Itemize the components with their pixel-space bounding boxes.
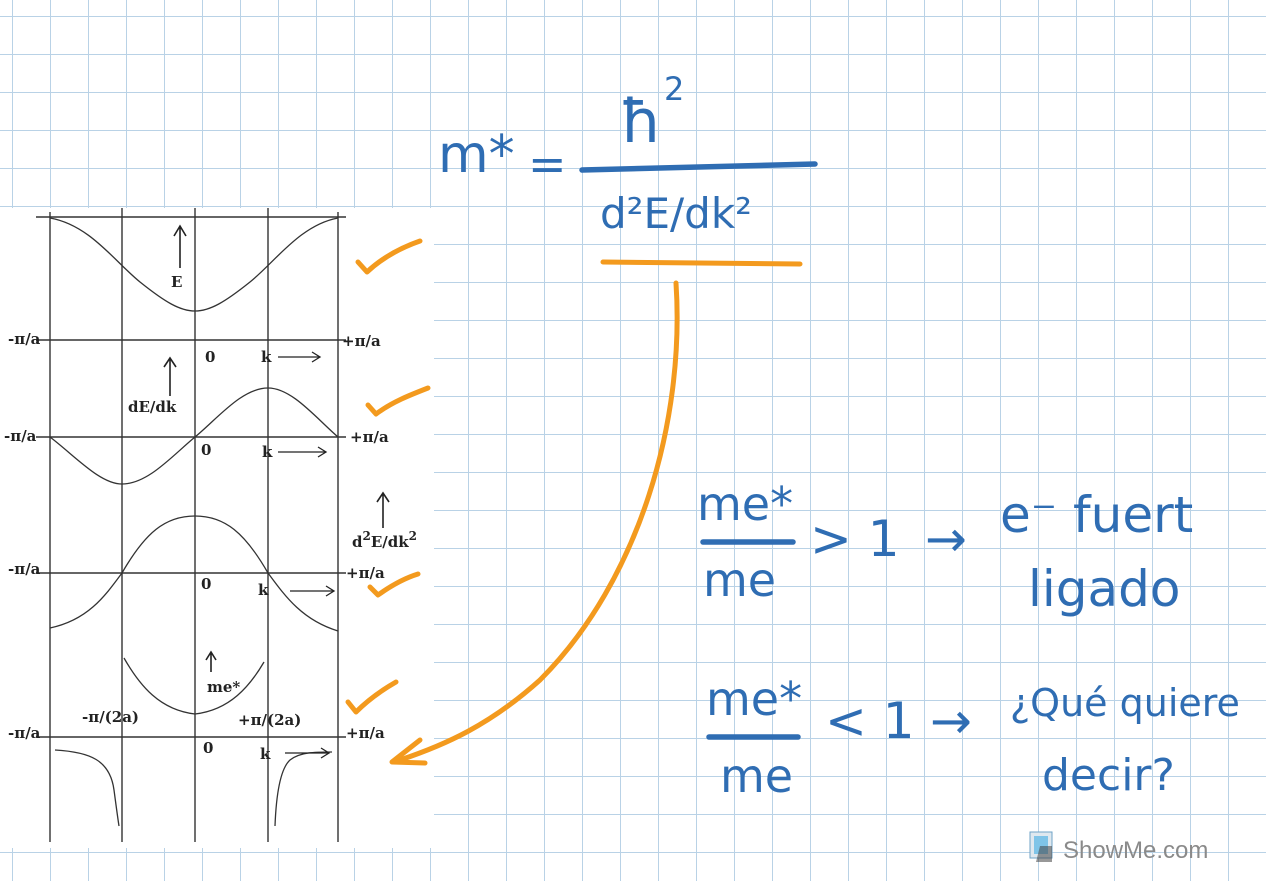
k-label: k (258, 581, 269, 599)
curvature-curve (49, 515, 339, 632)
light-relation: < 1 (825, 692, 915, 750)
right-bound-label: +π/a (342, 332, 381, 350)
link-arrow-head-icon (389, 737, 428, 766)
left-bound-label: -π/a (8, 560, 41, 578)
curvature-axis-label: d2E/dk2 (352, 529, 417, 551)
velocity-axis-arrow-icon (163, 356, 177, 396)
origin-label: 0 (203, 739, 213, 757)
light-result-line2: decir? (1042, 750, 1175, 801)
mass-curve-right (274, 751, 333, 827)
heavy-relation: > 1 (810, 510, 900, 568)
heavy-ratio-denominator: me (703, 553, 776, 607)
formula-numerator-exponent: 2 (664, 70, 684, 108)
heavy-result-line1: e⁻ fuert (1000, 486, 1193, 544)
k-label: k (260, 745, 271, 763)
energy-axis-arrow-icon (173, 224, 187, 268)
effective-mass-formula: m* = ħ 2 d²E/dk² (438, 70, 818, 238)
left-bound-label: -π/a (8, 330, 41, 348)
checkmark-icon (355, 238, 423, 275)
energy-axis-label: E (171, 273, 182, 291)
k-arrow-icon (290, 585, 336, 597)
left-bound-label: -π/a (4, 427, 37, 445)
heavy-arrow-icon: → (925, 510, 967, 568)
formula-lhs: m* (438, 125, 515, 185)
mass-curve-center (123, 657, 265, 715)
right-bound-label: +π/a (350, 428, 389, 446)
light-mass-case: me* me < 1 → ¿Qué quiere decir? (706, 672, 1240, 803)
showme-logo-icon (1029, 831, 1053, 862)
light-ratio-denominator: me (720, 749, 793, 803)
checkmark-icon (367, 571, 421, 598)
mass-curve-left (54, 749, 120, 827)
energy-curve (49, 217, 339, 312)
showme-watermark: ShowMe.com (1029, 831, 1208, 864)
formula-equals: = (528, 137, 567, 191)
origin-label: 0 (201, 441, 211, 459)
velocity-curve (49, 387, 339, 485)
light-ratio-numerator: me* (706, 672, 802, 726)
link-arrow-curve (397, 280, 680, 763)
formula-numerator: ħ (620, 87, 662, 157)
mass-axis-arrow-icon (205, 650, 217, 672)
checkmark-icon (365, 385, 431, 417)
right-singularity-label: +π/(2a) (238, 711, 301, 729)
k-label: k (261, 348, 272, 366)
figure-frame (36, 208, 346, 842)
formula-underline (600, 259, 803, 267)
formula-denominator: d²E/dk² (600, 189, 752, 238)
formula-fraction-bar (579, 161, 818, 173)
right-bound-label: +π/a (346, 724, 385, 742)
k-label: k (262, 443, 273, 461)
right-bound-label: +π/a (346, 564, 385, 582)
orange-annotations (345, 238, 803, 766)
origin-label: 0 (201, 575, 211, 593)
checkmark-icon (345, 679, 399, 715)
heavy-mass-case: me* me > 1 → e⁻ fuert ligado (697, 477, 1193, 618)
band-structure-figure: E -π/a +π/a 0 k dE/dk -π/a +π/a 0 k d2E/… (0, 208, 434, 848)
light-result-line1: ¿Qué quiere (1010, 681, 1240, 725)
figure-background (0, 208, 434, 848)
k-arrow-icon (278, 446, 328, 458)
curvature-axis-arrow-icon (376, 491, 390, 528)
heavy-result-line2: ligado (1028, 560, 1181, 618)
left-singularity-label: -π/(2a) (82, 708, 139, 726)
light-arrow-icon: → (930, 692, 972, 750)
showme-brand-text: ShowMe.com (1063, 837, 1208, 864)
origin-label: 0 (205, 348, 215, 366)
velocity-axis-label: dE/dk (128, 398, 177, 416)
k-arrow-icon (278, 351, 322, 363)
heavy-ratio-numerator: me* (697, 477, 793, 531)
mass-axis-label: me* (207, 678, 240, 696)
k-arrow-icon (285, 747, 331, 759)
left-bound-label: -π/a (8, 724, 41, 742)
